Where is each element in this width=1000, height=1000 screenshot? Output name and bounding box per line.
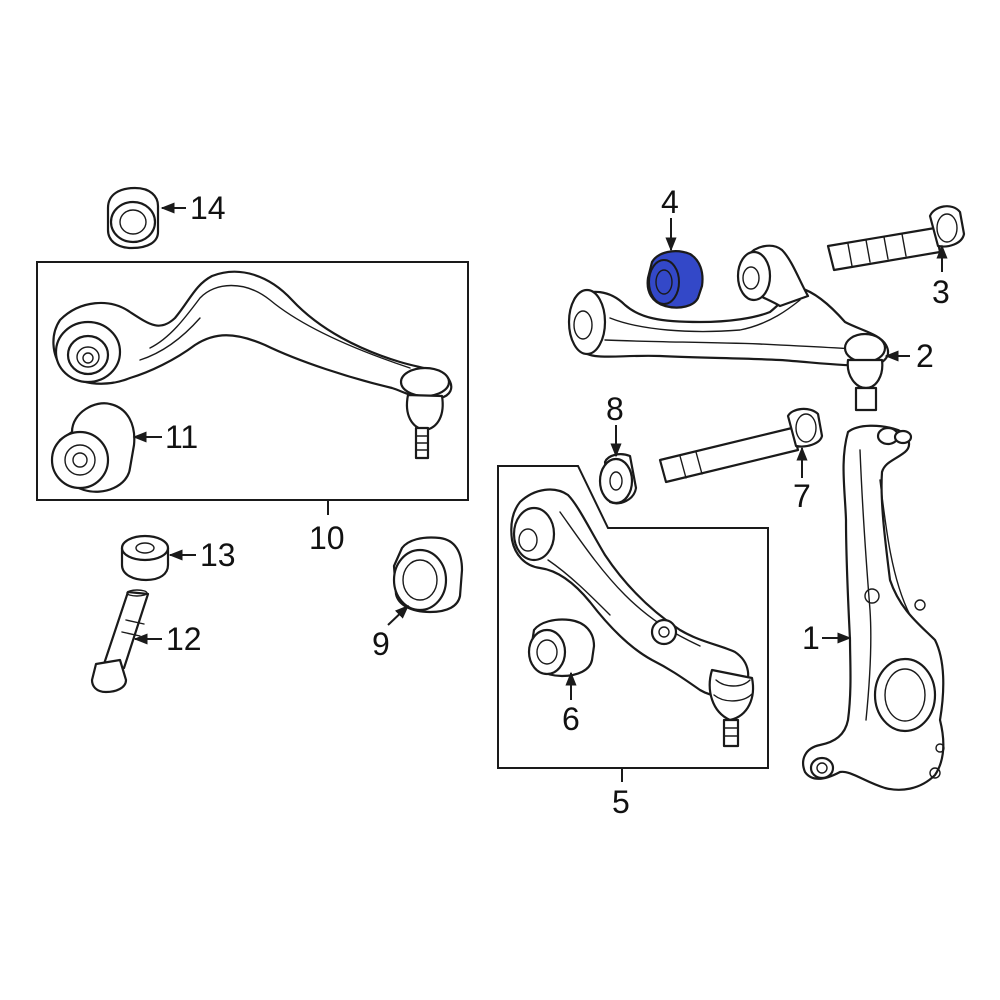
callout-12: 12 <box>166 621 202 657</box>
part-8-washer[interactable] <box>598 453 638 505</box>
part-11-bushing[interactable] <box>50 402 136 493</box>
group-box-10 <box>36 261 469 501</box>
callout-5: 5 <box>612 784 630 820</box>
part-7-bolt[interactable] <box>658 407 824 484</box>
callout-10: 10 <box>309 520 345 556</box>
callout-7: 7 <box>793 478 811 514</box>
part-14-bushing[interactable] <box>106 186 160 250</box>
callout-1: 1 <box>802 620 820 656</box>
callout-13: 13 <box>200 537 236 573</box>
callout-8: 8 <box>606 391 624 427</box>
callout-2: 2 <box>916 338 934 374</box>
part-3-bolt[interactable] <box>826 205 966 272</box>
part-2-upper-control-arm[interactable] <box>567 244 890 412</box>
part-5-control-arm[interactable] <box>510 488 755 748</box>
part-9-bushing[interactable] <box>392 536 464 614</box>
callout-11: 11 <box>165 419 198 455</box>
part-4-bushing-highlighted[interactable] <box>646 250 704 309</box>
leader-line-9 <box>387 605 410 626</box>
part-13-washer[interactable] <box>120 534 170 582</box>
callout-9: 9 <box>372 626 390 662</box>
part-12-bolt[interactable] <box>90 589 150 694</box>
callout-4: 4 <box>661 184 679 220</box>
group-box-5 <box>497 465 769 769</box>
part-10-control-arm[interactable] <box>52 270 453 460</box>
part-1-steering-knuckle[interactable] <box>802 424 945 791</box>
callout-14: 14 <box>190 190 226 226</box>
part-6-bushing[interactable] <box>527 618 596 678</box>
callout-6: 6 <box>562 701 580 737</box>
callout-3: 3 <box>932 274 950 310</box>
